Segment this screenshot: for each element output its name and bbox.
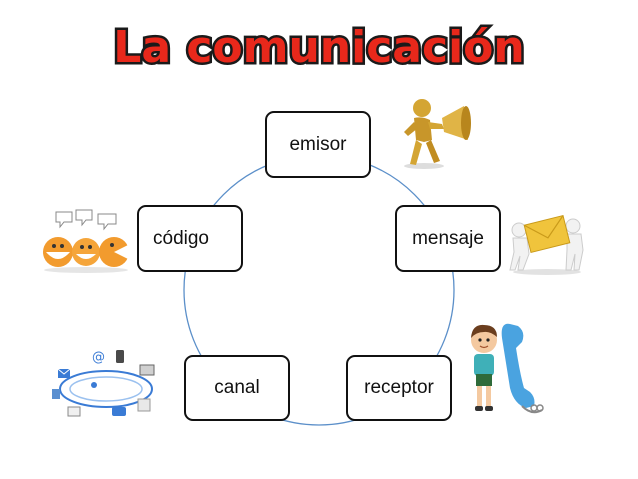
boy-with-telephone-icon bbox=[471, 323, 544, 414]
node-codigo: código bbox=[137, 205, 243, 272]
node-emisor: emisor bbox=[265, 111, 371, 178]
golden-figure-megaphone-icon bbox=[404, 99, 471, 169]
node-codigo-label: código bbox=[153, 227, 209, 249]
talking-emoticons-icon bbox=[43, 209, 130, 273]
node-receptor-label: receptor bbox=[364, 377, 434, 398]
node-canal: canal bbox=[184, 355, 290, 421]
communication-network-icon: @ bbox=[52, 350, 155, 417]
node-mensaje: mensaje bbox=[395, 205, 501, 272]
node-receptor: receptor bbox=[346, 355, 452, 421]
title-text: La comunicación bbox=[111, 20, 527, 76]
svg-text:@: @ bbox=[92, 350, 105, 365]
node-mensaje-label: mensaje bbox=[412, 227, 484, 249]
figures-carrying-envelope-icon bbox=[509, 214, 584, 275]
node-canal-label: canal bbox=[214, 377, 260, 398]
node-emisor-label: emisor bbox=[289, 133, 347, 155]
page-title: La comunicación bbox=[0, 20, 638, 76]
